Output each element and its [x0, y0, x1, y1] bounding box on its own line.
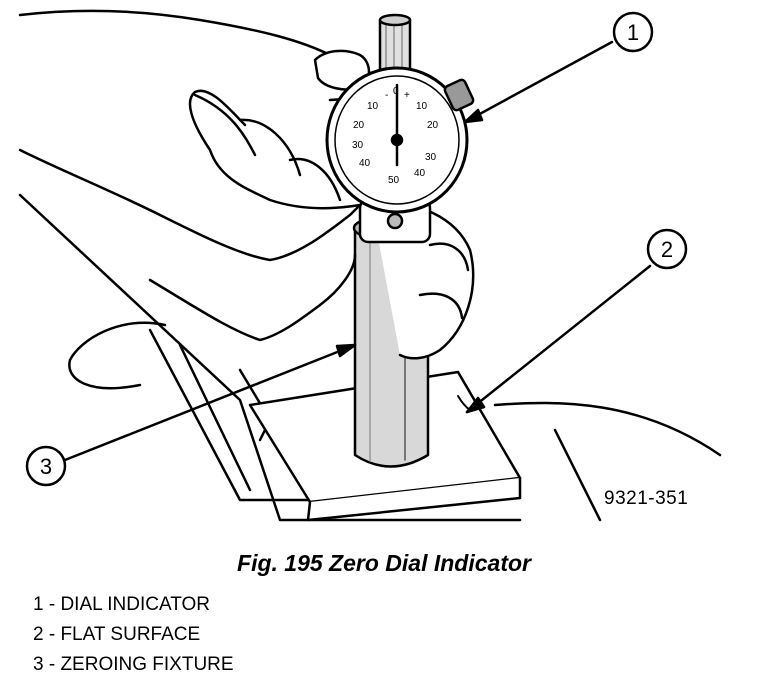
dial-indicator-gauge: 0 - + 10 20 30 40 10 20 30 40 50	[325, 66, 475, 214]
legend-item: 1 - DIAL INDICATOR	[33, 594, 211, 615]
dial-left-20: 20	[353, 120, 365, 131]
dial-right-20: 20	[427, 120, 439, 131]
dial-left-40: 40	[359, 158, 371, 169]
dial-minus: -	[385, 90, 388, 101]
callout-1-number: 1	[627, 20, 639, 45]
legend-item: 2 - FLAT SURFACE	[33, 624, 201, 645]
figure-code: 9321-351	[604, 488, 689, 509]
dial-right-30: 30	[425, 152, 437, 163]
callout-2-number: 2	[661, 237, 673, 262]
dial-left-30: 30	[352, 140, 364, 151]
callout-2: 2	[465, 228, 688, 414]
callout-3: 3	[25, 343, 357, 487]
upper-hand	[18, 9, 447, 127]
dial-plus: +	[404, 90, 410, 101]
pedestal-outline	[18, 193, 722, 522]
callout-1: 1	[463, 11, 654, 124]
dial-bottom-50: 50	[388, 175, 400, 186]
legend-item: 3 - ZEROING FIXTURE	[33, 654, 234, 675]
dial-left-10: 10	[367, 101, 379, 112]
dial-right-10: 10	[416, 101, 428, 112]
zero-dial-indicator-illustration: 0 - + 10 20 30 40 10 20 30 40 50 1 2 3	[18, 9, 722, 522]
dial-top-zero: 0	[393, 86, 399, 97]
legend-list: 1 - DIAL INDICATOR 2 - FLAT SURFACE 3 - …	[33, 592, 234, 682]
callout-3-number: 3	[40, 454, 52, 479]
figure-caption: Fig. 195 Zero Dial Indicator	[237, 550, 531, 576]
dial-right-40: 40	[414, 168, 426, 179]
